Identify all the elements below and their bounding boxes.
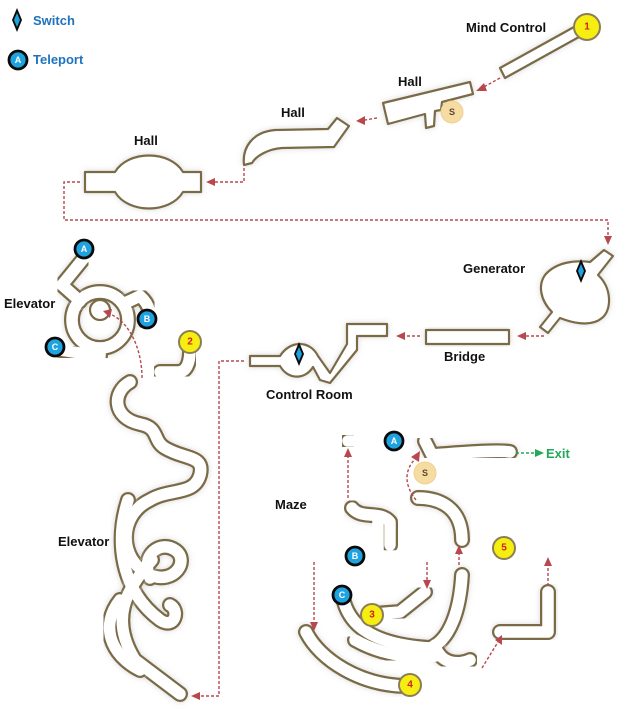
- teleport-a-marker[interactable]: A: [73, 238, 95, 260]
- area-elevator-segment-2[interactable]: 2: [152, 330, 202, 380]
- area-elevator-bottom[interactable]: Elevator: [58, 374, 209, 702]
- route-path: [103, 309, 143, 379]
- number-marker-1: 1: [573, 13, 601, 41]
- area-label-elevator-bottom: Elevator: [58, 534, 109, 549]
- area-label-hall-2: Hall: [281, 105, 305, 120]
- number-marker-3: 3: [360, 603, 384, 627]
- number-marker-5: 5: [492, 536, 516, 560]
- route-arrow: [396, 332, 420, 340]
- svg-text:A: A: [391, 436, 398, 446]
- route-arrow: [476, 77, 501, 91]
- teleport-circle-icon: A: [7, 49, 29, 71]
- area-hall-2[interactable]: Hall: [242, 105, 351, 167]
- switch-diamond-icon: [12, 8, 22, 32]
- route-arrow: [356, 116, 378, 125]
- exit-label[interactable]: Exit: [546, 446, 571, 461]
- svg-text:C: C: [339, 590, 346, 600]
- area-control-room[interactable]: Control Room: [248, 322, 389, 402]
- svg-text:4: 4: [407, 680, 413, 691]
- elevator-core: [88, 298, 112, 322]
- svg-text:B: B: [144, 314, 151, 324]
- svg-text:5: 5: [501, 543, 507, 554]
- teleport-c-marker[interactable]: C: [331, 584, 353, 606]
- route-path: [191, 360, 244, 700]
- legend-teleport-letter: A: [15, 55, 22, 65]
- number-marker-2: 2: [178, 330, 202, 354]
- area-hall-1[interactable]: Hall S: [381, 74, 475, 130]
- exit-route: [516, 449, 544, 457]
- switch-diamond-icon[interactable]: [294, 342, 304, 366]
- area-label-generator: Generator: [463, 261, 525, 276]
- svg-text:S: S: [422, 468, 428, 478]
- save-point-marker: S: [413, 461, 437, 485]
- legend-switch-label: Switch: [33, 13, 75, 28]
- teleport-b-marker[interactable]: B: [344, 545, 366, 567]
- area-label-maze: Maze: [275, 497, 307, 512]
- area-bridge[interactable]: Bridge: [424, 328, 511, 364]
- svg-text:1: 1: [584, 22, 590, 33]
- route-path: [63, 181, 612, 245]
- teleport-b-marker[interactable]: B: [136, 308, 158, 330]
- area-label-elevator-top: Elevator: [4, 296, 55, 311]
- svg-text:C: C: [52, 342, 59, 352]
- area-label-hall-3: Hall: [134, 133, 158, 148]
- area-label-mind-control: Mind Control: [466, 20, 546, 35]
- area-generator[interactable]: Generator: [463, 248, 615, 335]
- area-elevator-top[interactable]: Elevator A B C: [4, 238, 158, 364]
- area-label-control-room: Control Room: [266, 387, 353, 402]
- area-hall-3[interactable]: Hall: [83, 133, 203, 210]
- legend-teleport-label: Teleport: [33, 52, 84, 67]
- route-path: [310, 448, 552, 669]
- route-arrow: [517, 332, 544, 340]
- svg-text:2: 2: [187, 337, 193, 348]
- area-label-bridge: Bridge: [444, 349, 485, 364]
- area-mind-control[interactable]: Mind Control 1: [466, 13, 601, 80]
- number-marker-4: 4: [398, 673, 422, 697]
- svg-text:3: 3: [369, 610, 375, 621]
- svg-text:B: B: [352, 551, 359, 561]
- svg-text:S: S: [449, 107, 455, 117]
- legend: Switch A Teleport: [7, 8, 84, 71]
- svg-text:A: A: [81, 244, 88, 254]
- route-path: [206, 168, 245, 186]
- switch-diamond-icon[interactable]: [576, 259, 586, 283]
- area-label-hall-1: Hall: [398, 74, 422, 89]
- area-maze[interactable]: Maze: [275, 429, 571, 697]
- teleport-c-marker[interactable]: C: [44, 336, 66, 358]
- teleport-a-marker[interactable]: A: [383, 430, 405, 452]
- save-point-marker: S: [440, 100, 464, 124]
